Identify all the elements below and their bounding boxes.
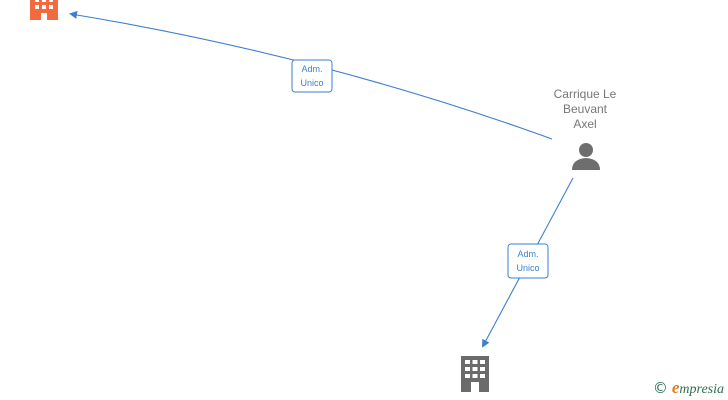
- person-node[interactable]: Carrique Le Beuvant Axel: [554, 87, 617, 170]
- edge-label-bottom-line2: Unico: [516, 263, 539, 273]
- brand-logo: empresia: [672, 378, 724, 398]
- copyright-icon: ©: [652, 379, 668, 397]
- edge-label-top-line1: Adm.: [301, 64, 322, 74]
- company-node-bottom[interactable]: [461, 356, 489, 392]
- building-icon: [461, 356, 489, 392]
- edge-label-top-line2: Unico: [300, 78, 323, 88]
- brand-logo-rest: mpresia: [679, 382, 724, 397]
- person-name-line3: Axel: [573, 117, 596, 131]
- empresia-watermark: © empresia: [653, 378, 724, 398]
- person-name-line1: Carrique Le: [554, 87, 617, 101]
- person-name-line2: Beuvant: [563, 102, 608, 116]
- edge-label-bottom[interactable]: Adm. Unico: [507, 243, 549, 279]
- brand-logo-e: e: [671, 378, 680, 397]
- company-node-top[interactable]: [30, 0, 58, 20]
- person-icon: [572, 143, 600, 170]
- edge-label-top[interactable]: Adm. Unico: [291, 59, 333, 93]
- edge-label-bottom-line1: Adm.: [517, 249, 538, 259]
